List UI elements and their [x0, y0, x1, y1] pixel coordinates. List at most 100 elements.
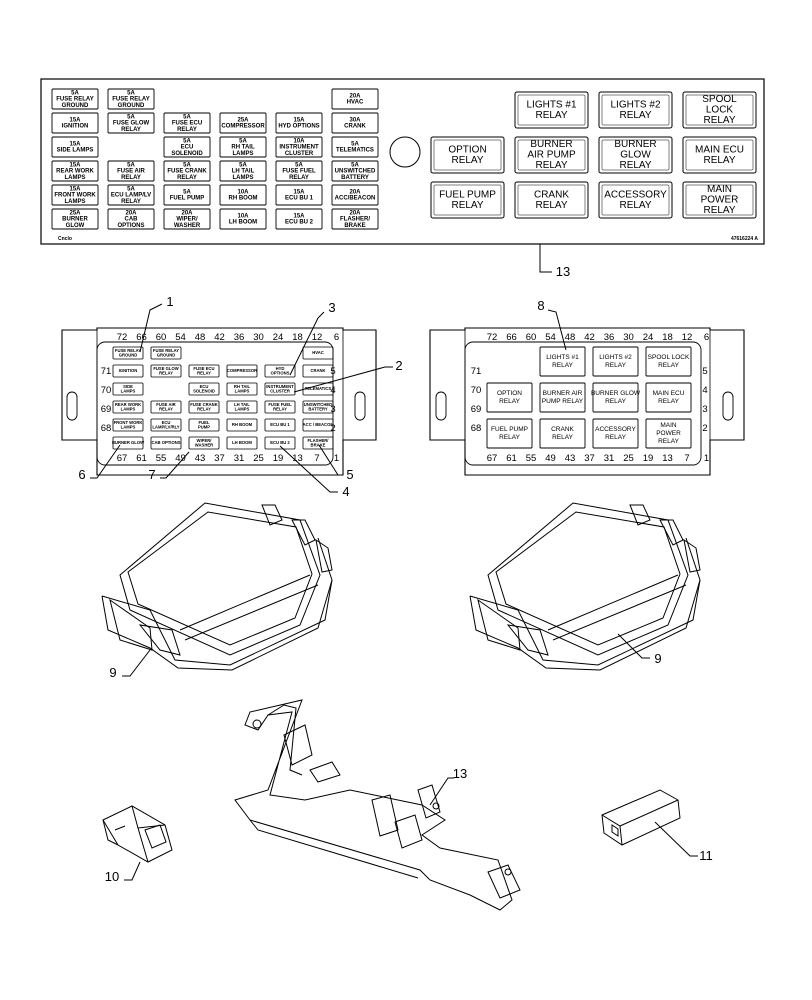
- decal-fuse-text: UNSWITCHED: [335, 169, 376, 175]
- decal-fuse-text: WIPER/: [176, 217, 198, 223]
- fuse-box-fuse-text: FUSE ECU: [193, 366, 214, 371]
- decal-fuse-text: RELAY: [121, 127, 141, 133]
- fuse-box-fuse-b30: LH BOOM: [226, 436, 258, 450]
- fuse-box-fuse-text: LH BOOM: [232, 440, 252, 445]
- plug-11: [601, 789, 681, 846]
- decal-fuse-text: FUSE FUEL: [282, 169, 316, 175]
- decal-relay-text: LOCK: [706, 105, 734, 116]
- decal-relay-text: OPTION: [448, 144, 486, 155]
- decal-fuse-text: FUSE ECU: [172, 121, 202, 127]
- fuse-box-fuse-text: SOLENOID: [193, 388, 215, 393]
- fuse-box-fuse-text: RELAY: [197, 406, 211, 411]
- relay-box-relay-text: SPOOL LOCK: [648, 354, 690, 361]
- callout-2: 2: [293, 358, 403, 393]
- decal-fuse-text: HYD OPTIONS: [278, 124, 319, 130]
- fuse-box-fuse-b25: ECU BU 1: [264, 418, 296, 432]
- decal-fuse-text: 25A: [237, 117, 249, 123]
- pin-label-top: 30: [623, 332, 634, 343]
- pin-label-right: 5: [330, 366, 335, 377]
- pin-label-top: 36: [234, 332, 245, 343]
- pin-label-top: 72: [117, 332, 128, 343]
- decal-relay-text: FUEL PUMP: [439, 189, 496, 200]
- decal-fuse-text: 5A: [239, 162, 247, 168]
- decal-relay-text: RELAY: [703, 205, 735, 216]
- decal-fuse-text: 5A: [127, 90, 135, 96]
- decal-fuse-text: COMPRESSOR: [221, 124, 265, 130]
- pin-label-right: 5: [702, 366, 707, 377]
- fuse-box-fuse-text: LAMPS: [121, 388, 136, 393]
- fuse-box-fuse-b14: TELEMATICS: [302, 382, 334, 396]
- relay-box-relay-text: PUMP RELAY: [542, 398, 584, 405]
- pin-label-bottom: 31: [234, 453, 245, 464]
- fuse-box-fuse-text: RELAY: [159, 370, 173, 375]
- decal-fuse-text: 30A: [349, 117, 361, 123]
- pin-label-bottom: 25: [623, 453, 634, 464]
- fuse-box-fuse-text: LAMPS: [235, 388, 250, 393]
- relay-box-relay-text: RELAY: [605, 434, 626, 441]
- fuse-box-fuse-text: HVAC: [312, 350, 324, 355]
- decal-fuse-text: LH BOOM: [229, 220, 257, 226]
- decal-fuse-text: RH BOOM: [229, 196, 258, 202]
- decal-fuse-text: 5A: [71, 90, 79, 96]
- fuse-box-fuse-b27: BURNER GLOW: [112, 436, 144, 450]
- pin-label-bottom: 31: [604, 453, 615, 464]
- pin-label-bottom: 67: [117, 453, 128, 464]
- pin-label-top: 54: [175, 332, 186, 343]
- fuse-box-fuse-text: RH TAIL: [234, 384, 251, 389]
- pin-label-bottom: 43: [195, 453, 206, 464]
- fuse-box-cover-right: [469, 502, 701, 671]
- svg-text:13: 13: [453, 766, 467, 781]
- pin-label-right: 4: [330, 385, 335, 396]
- relay-box-relay-text: RELAY: [552, 434, 573, 441]
- callout-8: 8: [537, 298, 567, 351]
- decal-fuse-text: 5A: [295, 162, 303, 168]
- fuse-box-fuse-text: FUSE AIR: [156, 402, 175, 407]
- pin-label-bottom: 7: [684, 453, 689, 464]
- decal-mount-hole: [389, 136, 421, 168]
- fuse-box-fuse-text: FUSE GLOW: [153, 366, 178, 371]
- decal-fuse-text: ECU: [181, 145, 194, 151]
- svg-text:9: 9: [109, 665, 116, 680]
- fuse-box-fuse-text: GROUND: [157, 352, 176, 357]
- decal-fuse-text: CAB: [125, 217, 139, 223]
- fuse-box-fuse-b4: IGNITION: [112, 364, 144, 378]
- connector-10: [102, 805, 173, 863]
- mounting-bracket: [234, 699, 521, 911]
- relay-box-relay-text: MAIN ECU: [653, 390, 685, 397]
- decal-fuse-text: INSTRUMENT: [279, 145, 319, 151]
- fuse-box-fuse-text: CRANK: [310, 368, 325, 373]
- pin-label-right: 3: [702, 404, 707, 415]
- relay-box-relay-text: CRANK: [551, 426, 574, 433]
- decal-fuse-text: BATTERY: [341, 175, 369, 181]
- pin-label-bottom: 67: [487, 453, 498, 464]
- fuse-box-fuse-text: ECU: [162, 420, 171, 425]
- fuse-box-fuse-text: LAMPS: [121, 406, 136, 411]
- fuse-box-fuse-text: CLUSTER: [270, 388, 290, 393]
- callout-3: 3: [289, 300, 336, 376]
- relay-box-relay-text: RELAY: [499, 398, 520, 405]
- pin-label-right: 3: [330, 404, 335, 415]
- fuse-box-fuse-text: OPTIONS: [271, 370, 290, 375]
- svg-text:11: 11: [699, 848, 713, 863]
